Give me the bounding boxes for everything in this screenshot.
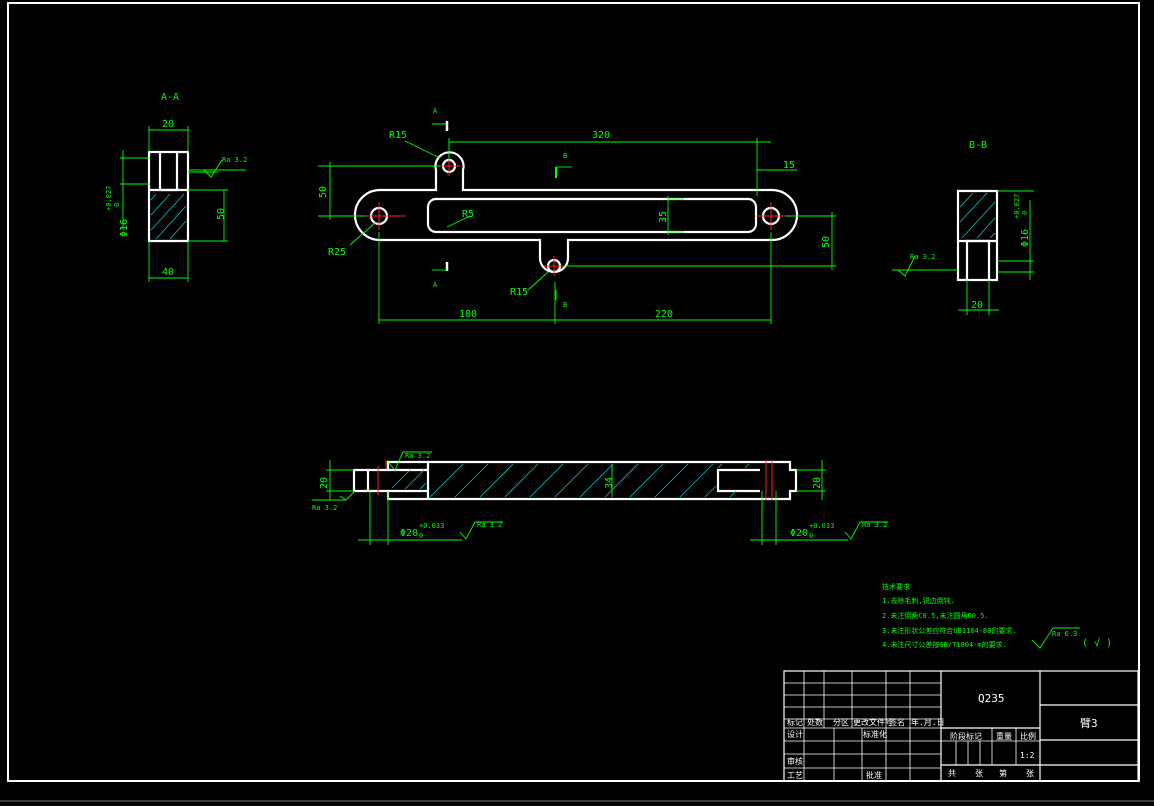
- note-item: 1.去除毛刺,锐边倒钝.: [882, 596, 955, 605]
- svg-text:Ra 6.3: Ra 6.3: [1052, 630, 1077, 638]
- note-item: 2.未注倒角C0.5,未注圆角R0.5.: [882, 611, 989, 620]
- svg-text:Ra 3.2: Ra 3.2: [910, 253, 935, 261]
- svg-text:设计: 设计: [787, 729, 803, 739]
- svg-text:重量: 重量: [996, 731, 1012, 741]
- svg-text:Φ20: Φ20: [400, 528, 418, 539]
- svg-text:B: B: [563, 301, 567, 309]
- svg-text:0: 0: [809, 532, 813, 540]
- drawing-border: [7, 2, 1140, 782]
- svg-text:20: 20: [162, 119, 174, 130]
- svg-text:张: 张: [1026, 769, 1034, 778]
- svg-text:15: 15: [783, 160, 795, 171]
- svg-text:工艺: 工艺: [787, 771, 803, 780]
- svg-text:B: B: [563, 152, 567, 160]
- technical-notes: 技术要求 1.去除毛刺,锐边倒钝. 2.未注倒角C0.5,未注圆角R0.5. 3…: [882, 582, 1112, 649]
- svg-text:第: 第: [999, 768, 1007, 778]
- svg-text:Ra 3.2: Ra 3.2: [312, 504, 337, 512]
- svg-text:50: 50: [821, 236, 832, 248]
- svg-text:0: 0: [113, 203, 121, 207]
- svg-text:批准: 批准: [866, 770, 882, 780]
- note-item: 3.未注形状公差应符合GB1184-80的要求.: [882, 626, 1017, 635]
- part-name: 臂3: [1080, 717, 1098, 730]
- svg-text:签名: 签名: [889, 717, 905, 727]
- svg-text:张: 张: [975, 769, 983, 778]
- svg-text:+0.033: +0.033: [809, 522, 834, 530]
- notes-heading: 技术要求: [882, 582, 910, 591]
- svg-text:Ra 3.2: Ra 3.2: [222, 156, 247, 164]
- svg-text:+0.027: +0.027: [105, 186, 113, 211]
- svg-text:220: 220: [655, 309, 673, 320]
- svg-text:1:2: 1:2: [1020, 751, 1035, 760]
- svg-text:34: 34: [604, 477, 615, 489]
- section-a-a-title: A-A: [161, 92, 179, 103]
- svg-text:共: 共: [948, 769, 956, 778]
- hatch-bb: [959, 192, 996, 239]
- general-roughness-symbol: ( √ ): [1082, 637, 1112, 649]
- hatch-long: [391, 463, 750, 498]
- svg-text:50: 50: [216, 208, 227, 220]
- svg-text:R15: R15: [510, 287, 528, 298]
- svg-text:0: 0: [419, 532, 423, 540]
- svg-text:20: 20: [971, 300, 983, 311]
- svg-text:Ra 3.2: Ra 3.2: [477, 521, 502, 529]
- svg-text:比例: 比例: [1020, 731, 1036, 741]
- svg-text:Φ20: Φ20: [790, 528, 808, 539]
- svg-text:处数: 处数: [807, 717, 823, 727]
- svg-text:Φ16: Φ16: [119, 219, 130, 237]
- svg-text:阶段标记: 阶段标记: [950, 731, 982, 741]
- svg-text:更改文件号: 更改文件号: [853, 717, 893, 727]
- svg-text:40: 40: [162, 267, 174, 278]
- svg-text:标准化: 标准化: [863, 729, 887, 739]
- svg-text:35: 35: [658, 211, 669, 223]
- long-section-view: 20 20 34 Φ20 +0.033 0 Φ20 +0.033 0 Ra 3.…: [312, 451, 888, 545]
- section-b-b: B-B Φ16 +0.027 0 20 Ra 3.2: [892, 140, 1034, 315]
- svg-text:+0.027: +0.027: [1013, 194, 1021, 219]
- svg-text:R15: R15: [389, 130, 407, 141]
- svg-text:R25: R25: [328, 247, 346, 258]
- svg-text:标记: 标记: [787, 717, 803, 727]
- material-text: Q235: [978, 692, 1005, 705]
- svg-text:分区: 分区: [833, 718, 849, 727]
- svg-text:320: 320: [592, 130, 610, 141]
- svg-text:+0.033: +0.033: [419, 522, 444, 530]
- note-item: 4.未注尺寸公差按GB/T1804-m的要求.: [882, 640, 1007, 649]
- section-b-b-title: B-B: [969, 140, 987, 151]
- svg-text:年.月.日: 年.月.日: [911, 717, 945, 727]
- svg-text:R5: R5: [462, 209, 474, 220]
- svg-text:20: 20: [319, 477, 330, 489]
- hatch-aa: [150, 193, 187, 240]
- title-block: Q235 臂3 标记 处数 分区 更改文件号 签名 年.月.日 设计 标准化 审…: [783, 670, 1139, 782]
- svg-text:A: A: [433, 281, 438, 289]
- svg-text:Ra 3.2: Ra 3.2: [405, 452, 430, 460]
- svg-text:180: 180: [459, 309, 477, 320]
- section-a-a: A-A 20 50 40 Φ16 +0.027 0: [105, 92, 247, 282]
- svg-text:Ra 3.2: Ra 3.2: [862, 521, 887, 529]
- svg-text:50: 50: [318, 186, 329, 198]
- svg-text:20: 20: [812, 477, 823, 489]
- svg-text:A: A: [433, 107, 438, 115]
- svg-text:Φ16: Φ16: [1020, 229, 1031, 247]
- svg-text:审核: 审核: [787, 756, 803, 766]
- front-view: A A B B 320 15 50 50 35 180 220: [318, 107, 836, 324]
- svg-text:0: 0: [1021, 211, 1029, 215]
